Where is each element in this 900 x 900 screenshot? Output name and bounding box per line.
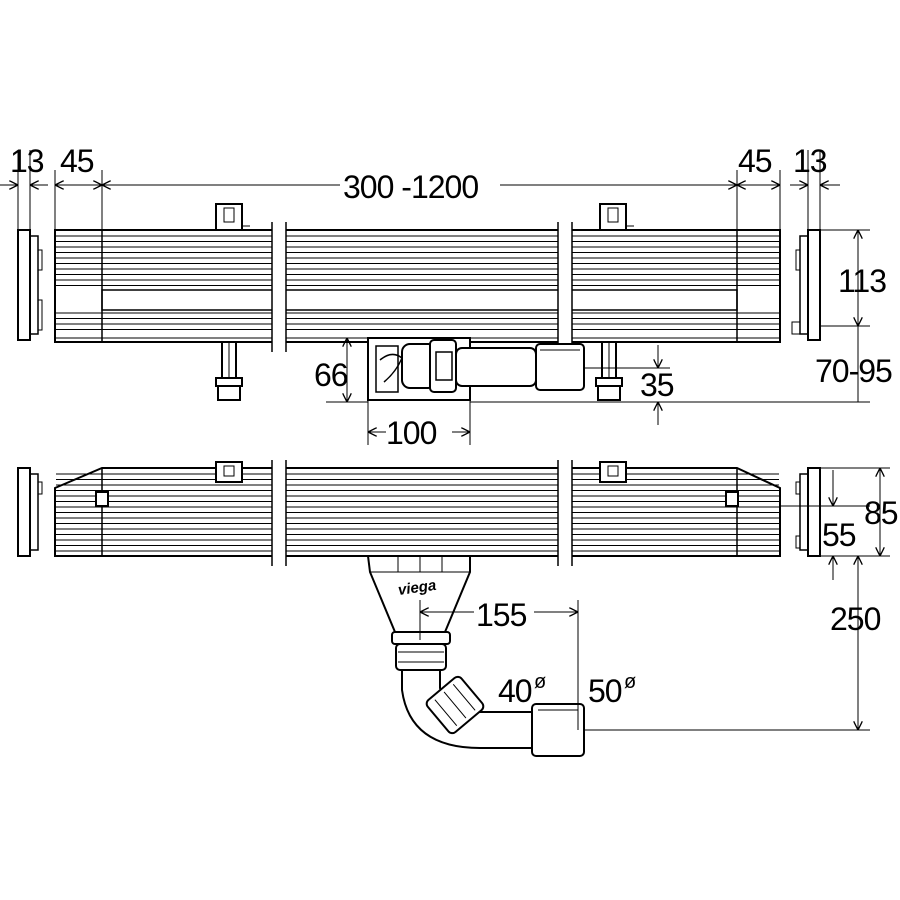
adjustable-foot-left — [215, 341, 243, 401]
top-view: 13 45 300 -1200 45 13 113 70-95 35 66 — [0, 143, 893, 451]
bottom-view: viega 85 55 — [17, 460, 899, 757]
adjustable-foot-right — [595, 341, 623, 401]
channel-body-top — [54, 229, 781, 343]
channel-body-side — [54, 467, 781, 557]
dim-pipe-40: 40 — [498, 673, 532, 709]
dim-85: 85 — [864, 495, 898, 531]
break-marks-side — [271, 460, 573, 566]
mounting-bracket-side-left — [215, 461, 243, 483]
dim-pipe-40-diameter: ø — [534, 671, 546, 693]
viega-logo: viega — [397, 577, 437, 599]
dim-pipe-50-diameter: ø — [624, 671, 636, 693]
right-end-cap — [791, 229, 821, 341]
dim-right-13: 13 — [793, 143, 827, 179]
dim-250: 250 — [830, 601, 881, 637]
dim-width-100: 100 — [386, 415, 437, 451]
right-end-cap-side — [795, 467, 821, 557]
dim-left-45: 45 — [60, 143, 94, 179]
left-end-cap — [17, 229, 43, 341]
drain-outlet-top — [367, 337, 585, 401]
bottom-view-dimensions: 85 55 250 155 40 ø 50 ø — [419, 467, 899, 731]
mounting-bracket-top-right — [599, 203, 634, 231]
left-end-cap-side — [17, 467, 43, 557]
dim-right-45: 45 — [738, 143, 772, 179]
dim-55: 55 — [822, 517, 856, 553]
top-view-dimensions: 13 45 300 -1200 45 13 113 70-95 35 66 — [0, 143, 893, 451]
dim-drop-35: 35 — [640, 367, 674, 403]
dim-pipe-50: 50 — [588, 673, 622, 709]
dim-155: 155 — [476, 597, 527, 633]
dim-range-70-95: 70-95 — [815, 353, 892, 389]
mounting-bracket-top-left — [215, 203, 250, 231]
mounting-bracket-side-right — [599, 461, 627, 483]
elbow-pipe — [391, 631, 585, 757]
break-marks-top — [271, 222, 573, 352]
dim-length: 300 -1200 — [343, 169, 478, 205]
dim-left-13: 13 — [10, 143, 44, 179]
drain-funnel: viega — [366, 555, 471, 633]
dim-height-66: 66 — [314, 357, 348, 393]
dim-height-113: 113 — [838, 263, 886, 299]
